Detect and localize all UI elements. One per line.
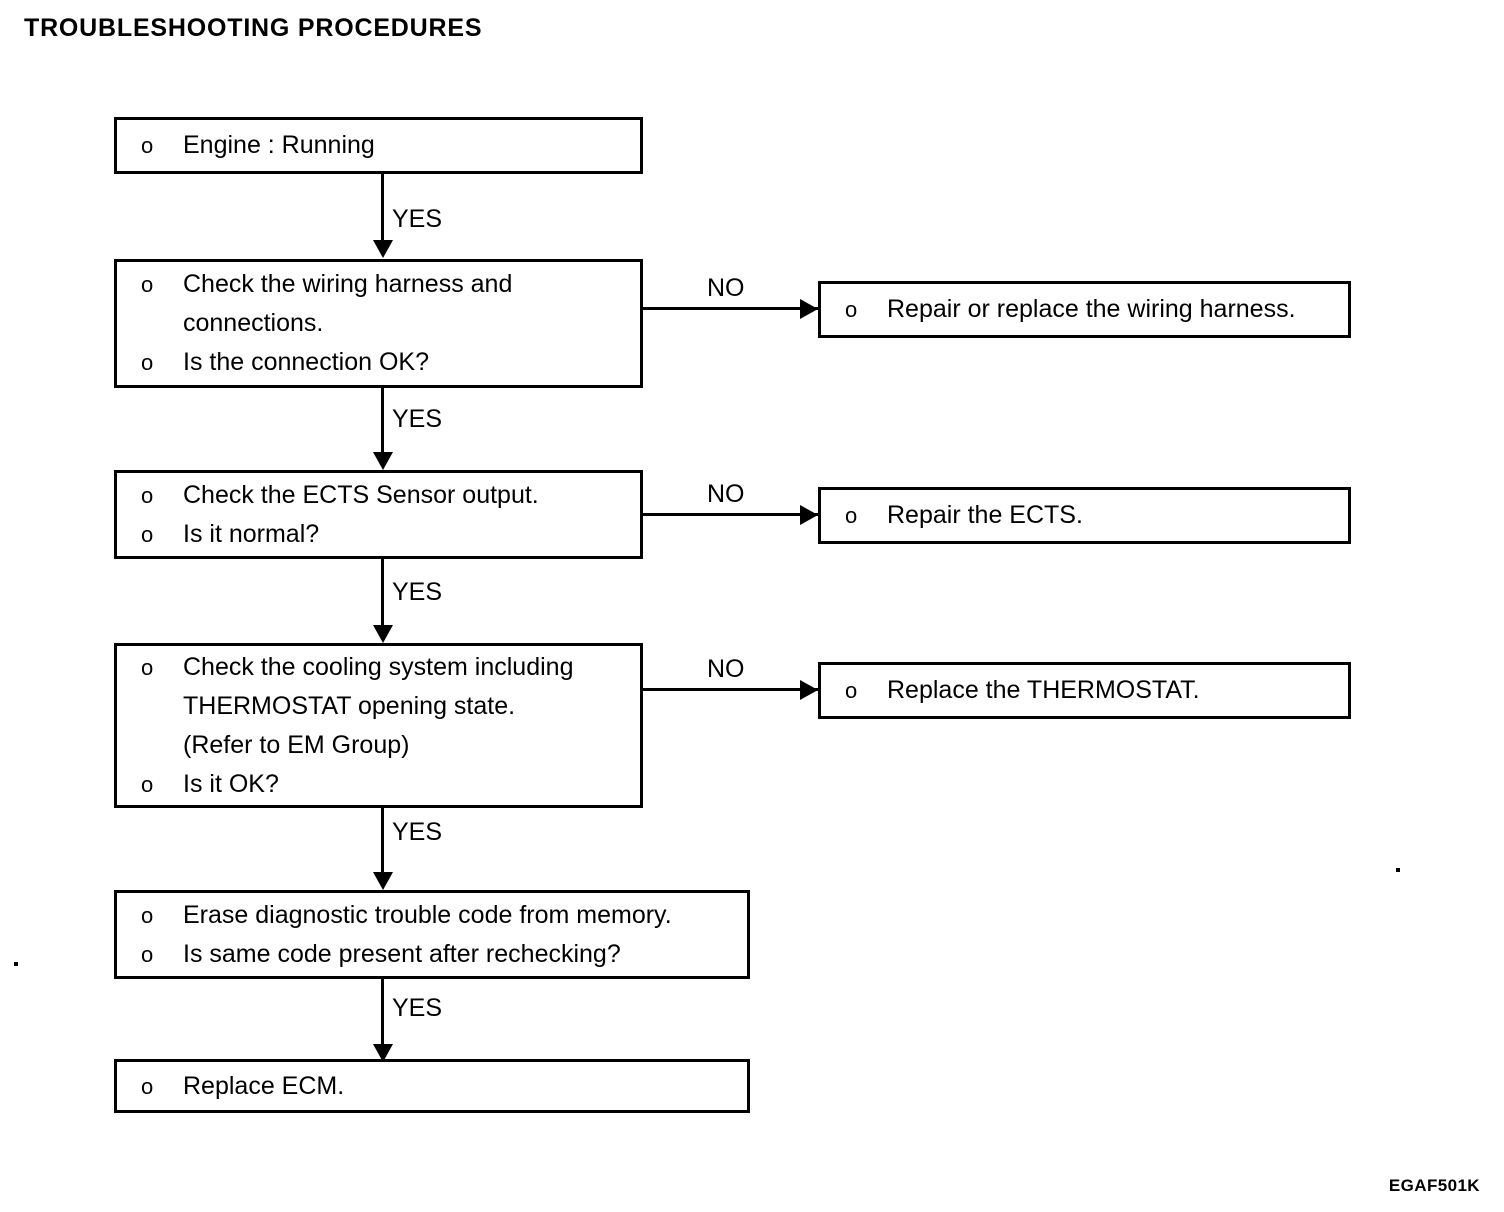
box-line-text: Is it OK? <box>183 769 279 798</box>
bullet-glyph: o <box>141 350 154 375</box>
arrow-down-icon <box>373 452 393 470</box>
connector-ects-no-branch <box>643 513 818 516</box>
box-line: o Is it normal? <box>117 515 640 554</box>
box-line-text: Erase diagnostic trouble code from memor… <box>183 900 672 929</box>
flow-box-check-cooling-system: o Check the cooling system including o T… <box>114 643 643 808</box>
box-line-text: Replace ECM. <box>183 1071 345 1100</box>
bullet-glyph: o <box>141 902 154 928</box>
arrow-down-icon <box>373 625 393 643</box>
box-line-text: Check the ECTS Sensor output. <box>183 480 539 509</box>
arrow-down-icon <box>373 240 393 258</box>
bullet-glyph: o <box>141 941 154 967</box>
bullet-glyph: o <box>845 297 858 322</box>
edge-label-yes-4: YES <box>392 818 443 846</box>
edge-label-no-1: NO <box>707 274 745 302</box>
flow-box-engine-running: o Engine : Running <box>114 117 643 174</box>
box-line: o Erase diagnostic trouble code from mem… <box>117 896 747 935</box>
bullet-glyph: o <box>845 678 858 703</box>
box-line-text: Is the connection OK? <box>183 348 429 376</box>
bullet-glyph: o <box>141 771 154 797</box>
page-title: TROUBLESHOOTING PROCEDURES <box>24 14 483 42</box>
box-line-text: Check the wiring harness and <box>183 270 513 298</box>
box-line: o (Refer to EM Group) <box>117 726 640 765</box>
bullet-glyph: o <box>141 1073 154 1099</box>
action-box-repair-wiring-harness: o Repair or replace the wiring harness. <box>818 281 1351 338</box>
flow-box-erase-dtc: o Erase diagnostic trouble code from mem… <box>114 890 750 979</box>
connector-cooling-no-branch <box>643 688 818 691</box>
arrow-right-icon <box>800 299 818 319</box>
bullet-glyph: o <box>141 133 154 158</box>
action-box-replace-thermostat: o Replace the THERMOSTAT. <box>818 662 1351 719</box>
connector-cooling-to-erase <box>381 808 384 878</box>
box-line: o THERMOSTAT opening state. <box>117 687 640 726</box>
arrow-right-icon <box>800 680 818 700</box>
box-line-text: Engine : Running <box>183 131 375 159</box>
box-line-text: Is same code present after rechecking? <box>183 939 621 968</box>
connector-wiring-to-ects <box>381 388 384 456</box>
flow-box-check-wiring-harness: o Check the wiring harness and o connect… <box>114 259 643 388</box>
box-line-text: connections. <box>183 309 324 337</box>
box-line: o Engine : Running <box>117 126 640 165</box>
edge-label-yes-1: YES <box>392 205 443 233</box>
box-line-text: Repair the ECTS. <box>887 501 1083 529</box>
edge-label-yes-2: YES <box>392 405 443 433</box>
edge-label-yes-5: YES <box>392 994 443 1022</box>
box-line: o Check the wiring harness and <box>117 265 640 304</box>
box-line-text: Repair or replace the wiring harness. <box>887 295 1296 323</box>
bullet-glyph: o <box>141 521 154 547</box>
connector-erase-to-replace-ecm <box>381 979 384 1048</box>
box-line: o Repair or replace the wiring harness. <box>821 290 1348 329</box>
bullet-glyph: o <box>141 654 154 680</box>
box-line-text: Is it normal? <box>183 519 320 548</box>
edge-label-no-3: NO <box>707 655 745 683</box>
scan-speck <box>1396 868 1400 872</box>
connector-engine-to-wiring <box>381 174 384 242</box>
box-line: o Is the connection OK? <box>117 343 640 382</box>
box-line-text: (Refer to EM Group) <box>183 730 410 759</box>
arrow-down-icon <box>373 1044 393 1062</box>
action-box-repair-ects: o Repair the ECTS. <box>818 487 1351 544</box>
connector-wiring-no-branch <box>643 307 818 310</box>
box-line: o Check the cooling system including <box>117 648 640 687</box>
arrow-down-icon <box>373 872 393 890</box>
bullet-glyph: o <box>141 482 154 508</box>
scan-speck <box>14 962 18 966</box>
box-line-text: Check the cooling system including <box>183 652 574 681</box>
connector-ects-to-cooling <box>381 559 384 629</box>
box-line-text: THERMOSTAT opening state. <box>183 691 516 720</box>
box-line-text: Replace the THERMOSTAT. <box>887 676 1200 704</box>
box-line: o Replace the THERMOSTAT. <box>821 671 1348 710</box>
box-line: o Replace ECM. <box>117 1067 747 1106</box>
edge-label-yes-3: YES <box>392 578 443 606</box>
figure-code: EGAF501K <box>1388 1176 1480 1195</box>
bullet-glyph: o <box>845 503 858 528</box>
flow-box-replace-ecm: o Replace ECM. <box>114 1059 750 1113</box>
box-line: o Repair the ECTS. <box>821 496 1348 535</box>
flow-box-check-ects-output: o Check the ECTS Sensor output. o Is it … <box>114 470 643 559</box>
edge-label-no-2: NO <box>707 480 745 508</box>
box-line: o Is same code present after rechecking? <box>117 935 747 974</box>
box-line: o Check the ECTS Sensor output. <box>117 476 640 515</box>
bullet-glyph: o <box>141 272 154 297</box>
box-line: o connections. <box>117 304 640 343</box>
box-line: o Is it OK? <box>117 765 640 804</box>
arrow-right-icon <box>800 505 818 525</box>
